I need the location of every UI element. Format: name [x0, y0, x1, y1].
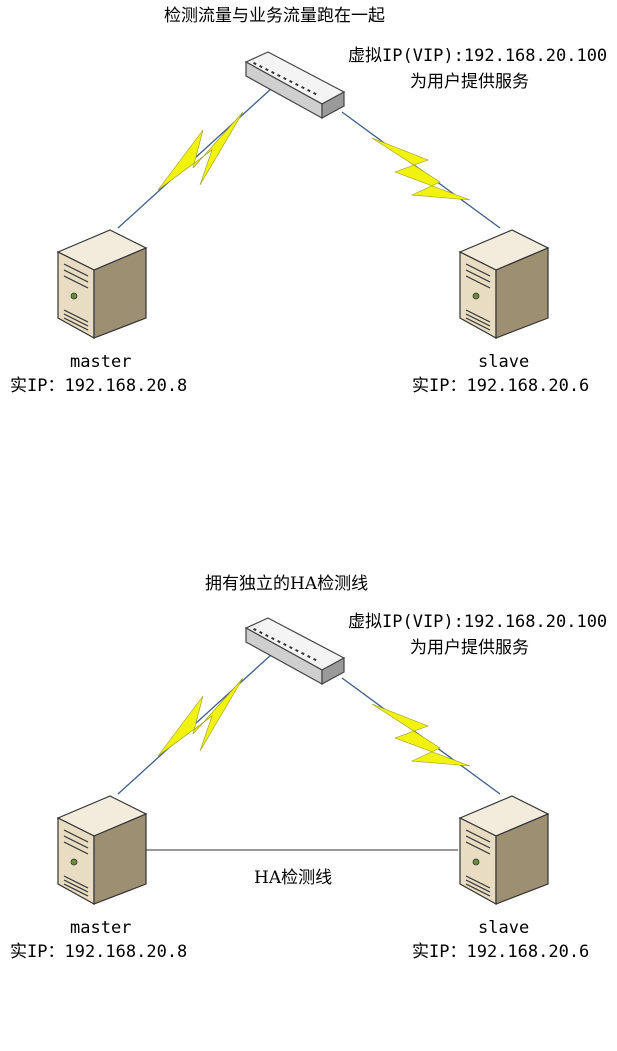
slave-server-icon	[458, 229, 550, 340]
master-ip-label: 实IP：192.168.20.8	[10, 376, 188, 396]
slave-server-icon	[458, 795, 550, 906]
network-links	[117, 653, 501, 851]
network-switch-icon	[244, 51, 346, 120]
master-server-icon	[56, 229, 148, 340]
slave-name-label: slave	[478, 352, 530, 372]
lightning-bolt-right-icon	[371, 703, 471, 767]
network-switch-icon	[244, 617, 346, 686]
diagram-panel-dedicated-ha-line: 拥有独立的HA检测线 虚拟IP(VIP):192.168.20.100 为用户提…	[0, 566, 617, 1051]
vip-address-label: 虚拟IP(VIP):192.168.20.100	[348, 612, 608, 632]
ha-line-label: HA检测线	[254, 868, 333, 888]
lightning-bolt-left-icon	[157, 677, 244, 757]
lightning-bolt-right-icon	[371, 137, 471, 201]
lightning-bolt-left-icon	[157, 111, 244, 191]
diagram-panel-shared-traffic: 检测流量与业务流量跑在一起 虚拟IP(VIP):192.168.20.100 为…	[0, 0, 617, 485]
panel-title: 检测流量与业务流量跑在一起	[164, 6, 385, 26]
network-links	[117, 87, 501, 229]
master-name-label: master	[70, 918, 132, 938]
slave-name-label: slave	[478, 918, 530, 938]
master-server-icon	[56, 795, 148, 906]
master-ip-label: 实IP：192.168.20.8	[10, 942, 188, 962]
slave-ip-label: 实IP：192.168.20.6	[412, 942, 590, 962]
vip-address-label: 虚拟IP(VIP):192.168.20.100	[348, 46, 608, 66]
slave-ip-label: 实IP：192.168.20.6	[412, 376, 590, 396]
master-name-label: master	[70, 352, 132, 372]
vip-description-label: 为用户提供服务	[410, 638, 529, 658]
panel-title: 拥有独立的HA检测线	[205, 574, 369, 594]
vip-description-label: 为用户提供服务	[410, 72, 529, 92]
